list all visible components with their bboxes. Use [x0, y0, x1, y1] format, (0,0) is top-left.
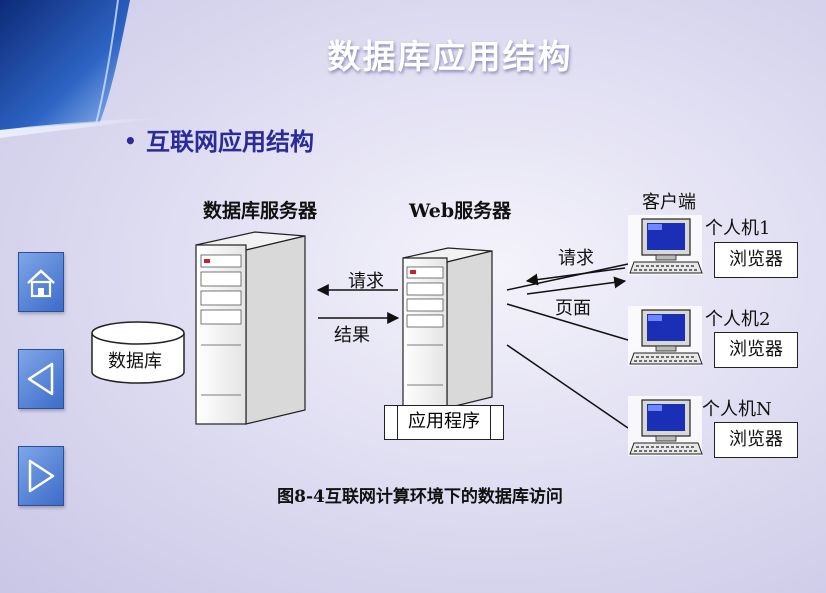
bullet-item: • 互联网应用结构 — [124, 122, 314, 157]
home-icon — [27, 269, 55, 298]
slide-title: 数据库应用结构 — [327, 37, 573, 76]
link-to-client-1 — [506, 263, 629, 291]
client-1-name: 个人机1 — [705, 218, 771, 239]
client-1-browser-box: 浏览器 — [714, 242, 798, 278]
web-server-icon — [402, 247, 493, 409]
page-response-arrow — [526, 276, 627, 295]
computer-icon — [628, 396, 703, 456]
previous-button[interactable] — [18, 349, 64, 409]
bullet-dot-icon: • — [124, 129, 137, 153]
next-button[interactable] — [18, 446, 64, 506]
db-server-label: 数据库服务器 — [203, 200, 318, 222]
figure-caption: 图8-4互联网计算环境下的数据库访问 — [277, 487, 563, 507]
database-label: 数据库 — [108, 351, 162, 372]
computer-icon — [628, 306, 703, 366]
client-n-name: 个人机N — [702, 399, 772, 420]
web-server-label: Web服务器 — [409, 200, 512, 222]
client-n-browser-box: 浏览器 — [714, 422, 798, 458]
application-program-box: 应用程序 — [384, 405, 504, 440]
computer-icon — [628, 215, 703, 275]
link-to-client-2 — [506, 303, 629, 341]
client-2-browser-box: 浏览器 — [714, 332, 798, 368]
database-server-icon — [195, 231, 306, 425]
client-label: 客户端 — [642, 192, 696, 213]
home-button[interactable] — [18, 252, 64, 312]
application-program-label: 应用程序 — [408, 411, 480, 432]
corner-swoosh-decoration — [0, 0, 160, 138]
bullet-text: 互联网应用结构 — [146, 128, 314, 156]
database-cylinder-icon — [91, 321, 185, 384]
triangle-left-icon — [27, 362, 54, 396]
client-request-label: 请求 — [558, 248, 594, 269]
link-to-client-n — [506, 344, 629, 429]
request-label: 请求 — [348, 271, 384, 292]
client-2-name: 个人机2 — [705, 309, 771, 330]
triangle-right-icon — [28, 459, 55, 493]
page-label: 页面 — [555, 298, 591, 319]
result-label: 结果 — [334, 325, 370, 346]
